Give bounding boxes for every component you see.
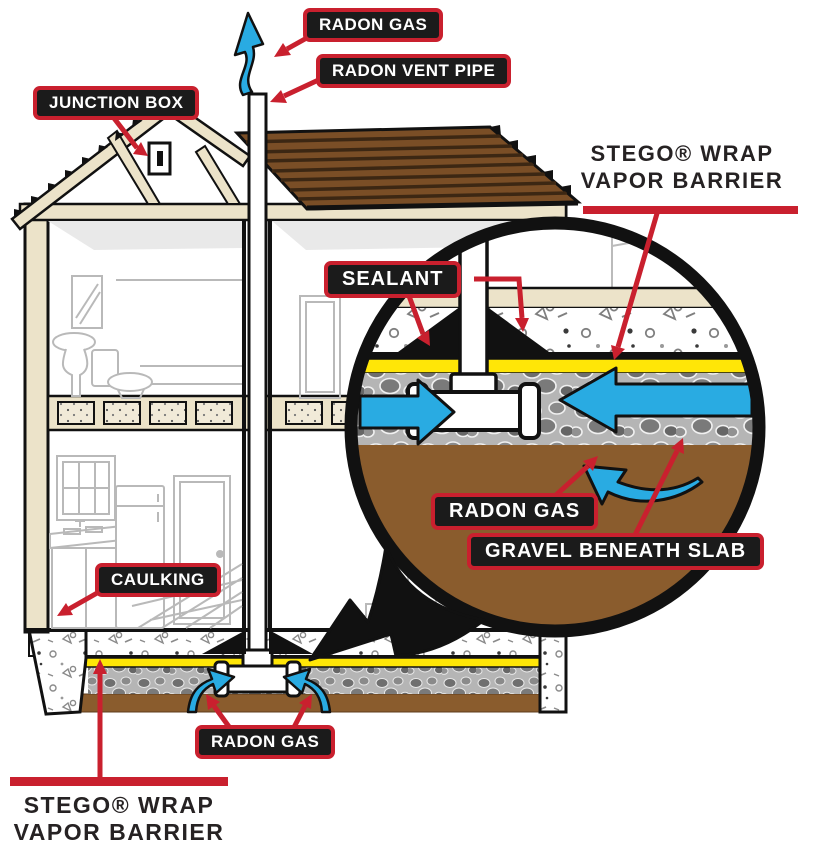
callout-radon-vent-pipe: RADON VENT PIPE bbox=[316, 54, 512, 88]
shingle-teeth-right bbox=[490, 125, 571, 196]
radon-gas-arrow-right bbox=[282, 667, 332, 714]
heading-line: STEGO® WRAP bbox=[590, 141, 774, 166]
sink-pedestal bbox=[61, 348, 89, 397]
slab-top-line bbox=[25, 628, 566, 632]
callout-radon-gas-bottom: RADON GAS bbox=[195, 725, 336, 759]
sealant-wedge bbox=[269, 630, 313, 654]
lens-radon-curved-arrow bbox=[582, 464, 704, 506]
pipe-chase-left bbox=[242, 220, 246, 630]
refrigerator bbox=[115, 485, 165, 629]
callout-radon-gas-top: RADON GAS bbox=[303, 8, 444, 42]
vent-pipe-riser bbox=[247, 92, 268, 654]
stego-red-bar-bottom bbox=[10, 777, 228, 786]
lens-sealant-wedge bbox=[486, 306, 549, 352]
tub-lines bbox=[140, 365, 242, 385]
interior-line-art bbox=[48, 221, 538, 629]
toilet-base bbox=[117, 388, 145, 399]
joist-blocks bbox=[57, 401, 369, 425]
heading-line: VAPOR BARRIER bbox=[580, 168, 784, 193]
lens-ring bbox=[344, 216, 766, 638]
stego-wrap-heading-bottom: STEGO® WRAP VAPOR BARRIER bbox=[2, 792, 236, 846]
truss-web bbox=[194, 144, 242, 205]
stego-wrap-heading-top: STEGO® WRAP VAPOR BARRIER bbox=[553, 140, 811, 194]
right-footing bbox=[538, 628, 568, 714]
bathroom-ceiling bbox=[48, 221, 242, 250]
sealant-wedge bbox=[202, 630, 246, 654]
sink-basin bbox=[52, 332, 96, 352]
roof bbox=[233, 125, 582, 211]
callout-junction-box: JUNCTION BOX bbox=[33, 86, 200, 120]
upstairs-door-frame bbox=[299, 295, 341, 399]
callout-sealant: SEALANT bbox=[324, 261, 462, 298]
callout-caulking: CAULKING bbox=[95, 563, 221, 597]
interior-door bbox=[173, 475, 231, 625]
pipe-chase-right bbox=[268, 220, 272, 630]
toilet-bowl bbox=[107, 372, 153, 392]
callout-gravel-beneath-slab: GRAVEL BENEATH SLAB bbox=[467, 533, 765, 570]
lens-radon-arrows bbox=[358, 366, 753, 506]
left-wall bbox=[23, 202, 50, 634]
pipe-coupling bbox=[241, 648, 274, 668]
radon-gas-exit-arrow bbox=[233, 11, 265, 97]
shingle-stripes bbox=[245, 134, 568, 201]
heading-line: VAPOR BARRIER bbox=[13, 819, 225, 845]
zoom-callout-arrow bbox=[308, 544, 486, 662]
truss-web bbox=[106, 129, 162, 205]
stego-red-bar-top bbox=[583, 206, 798, 214]
radon-flow-arrows bbox=[186, 11, 332, 714]
lens-pipe-riser bbox=[458, 229, 489, 384]
callout-radon-gas-lens: RADON GAS bbox=[431, 493, 599, 530]
heading-line: STEGO® WRAP bbox=[23, 792, 215, 818]
lens-sealant-wedge bbox=[398, 306, 461, 352]
radon-gas-arrow-left bbox=[186, 667, 236, 714]
lens-vapor-barrier bbox=[357, 358, 753, 374]
faucet bbox=[75, 520, 85, 527]
door-knob bbox=[216, 550, 224, 558]
gable-truss bbox=[10, 97, 252, 231]
